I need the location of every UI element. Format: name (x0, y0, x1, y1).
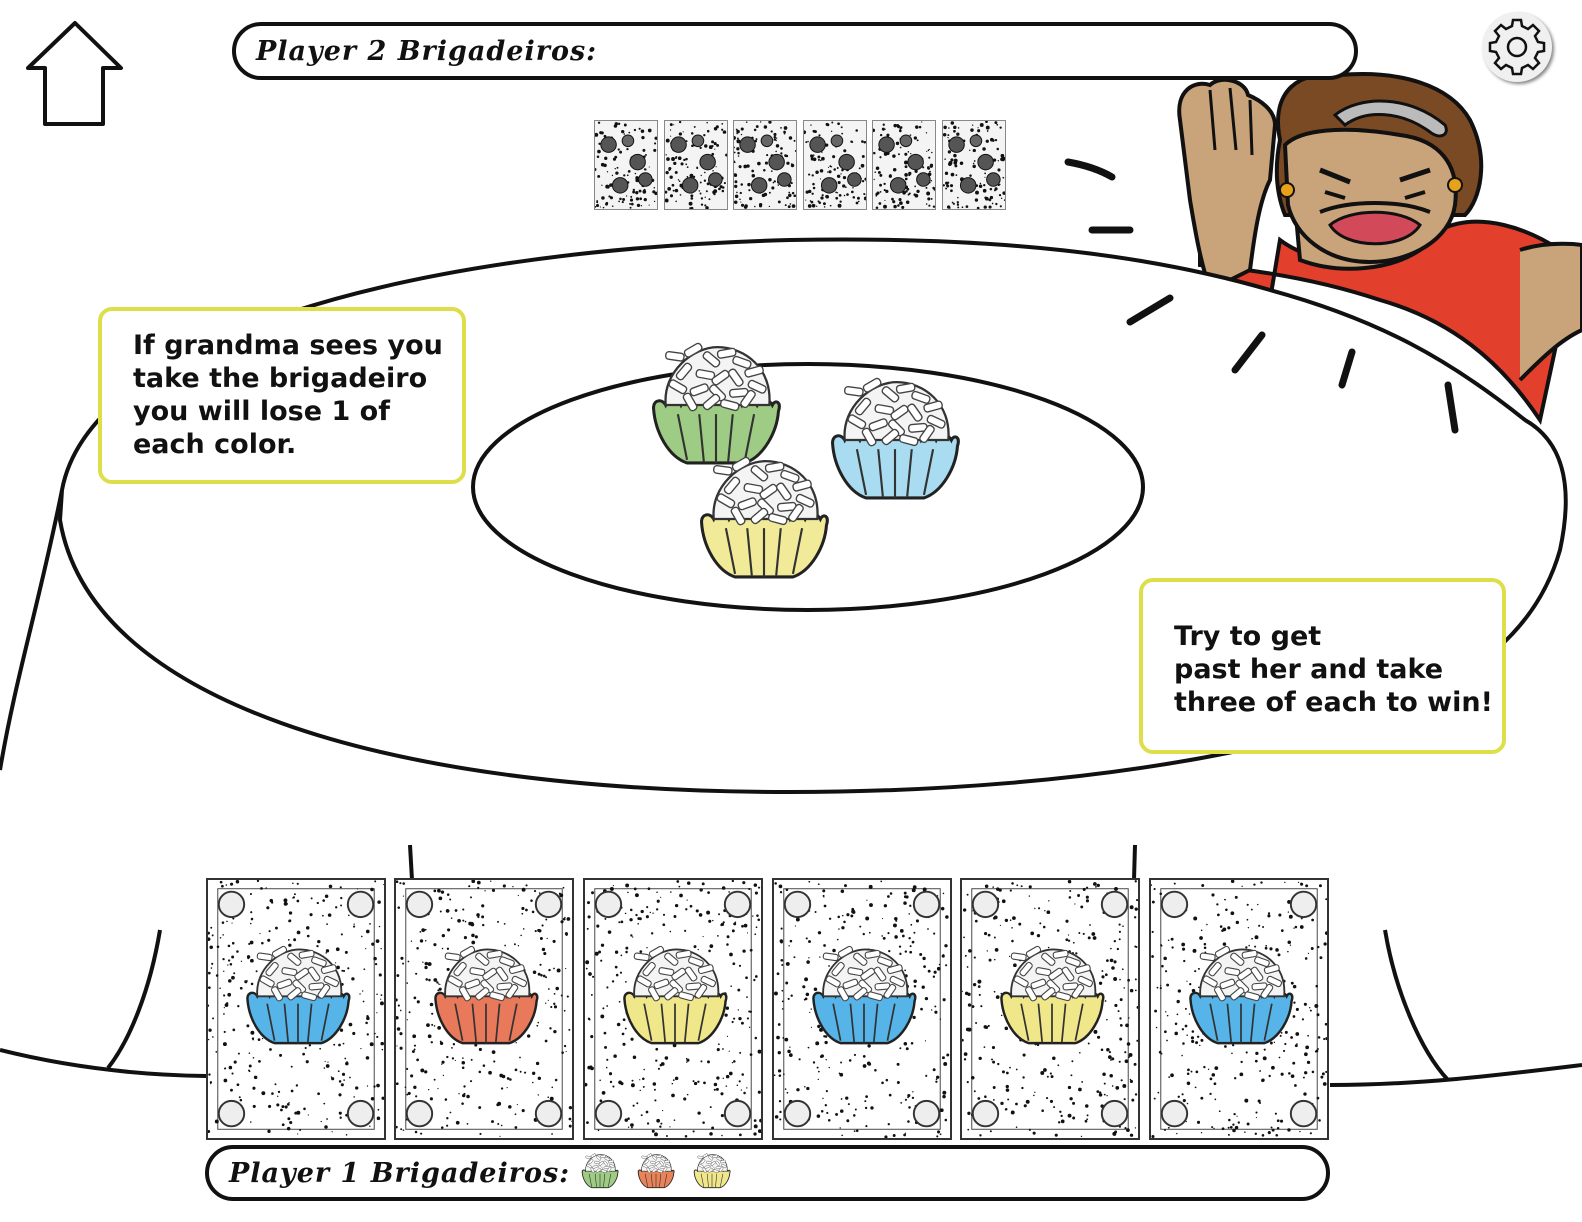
tip-left-line: you will lose 1 of (133, 396, 390, 427)
tip-right: Try to get past her and take three of ea… (1139, 578, 1506, 754)
player2-card-back (594, 120, 658, 210)
collected-brigadeiro-green (576, 1152, 624, 1193)
card-brigadeiro (230, 942, 366, 1048)
player2-card-back (663, 120, 728, 210)
player2-label: Player 2 Brigadeiros: (256, 35, 598, 67)
brigadeiro-blue[interactable] (811, 373, 979, 508)
tip-left-line: each color. (133, 429, 297, 460)
tip-right-line: three of each to win! (1174, 687, 1493, 718)
hand-card-yellow[interactable] (960, 878, 1140, 1140)
collected-brigadeiro-yellow (688, 1152, 736, 1193)
hand-card-yellow[interactable] (583, 878, 763, 1140)
hand-card-blue[interactable] (206, 878, 386, 1140)
card-brigadeiro (796, 942, 932, 1048)
up-arrow-button[interactable] (26, 20, 124, 128)
grandma-figure (1177, 72, 1582, 426)
gear-icon (1488, 18, 1546, 76)
hand-card-blue[interactable] (772, 878, 952, 1140)
player2-score-bar: Player 2 Brigadeiros: (232, 22, 1358, 80)
tip-right-line: Try to get (1174, 621, 1322, 652)
collected-brigadeiro-red (632, 1152, 680, 1193)
player1-collected (576, 1152, 736, 1193)
player2-card-back (802, 120, 867, 210)
tip-right-line: past her and take (1174, 654, 1444, 685)
tip-left: If grandma sees you take the brigadeiro … (98, 307, 466, 484)
player2-card-back (733, 120, 797, 210)
player1-label: Player 1 Brigadeiros: (229, 1157, 571, 1189)
brigadeiro-green[interactable] (632, 338, 800, 473)
card-brigadeiro (1173, 942, 1309, 1048)
hand-card-red[interactable] (394, 878, 574, 1140)
brigadeiro-yellow[interactable] (680, 452, 848, 587)
player2-card-back (872, 120, 936, 210)
card-brigadeiro (984, 942, 1120, 1048)
card-brigadeiro (418, 942, 554, 1048)
hand-card-blue[interactable] (1149, 878, 1329, 1140)
up-arrow-icon (26, 21, 123, 126)
tip-left-line: take the brigadeiro (133, 363, 428, 394)
player2-card-back (941, 120, 1006, 210)
tip-left-line: If grandma sees you (133, 330, 443, 361)
settings-button[interactable] (1482, 12, 1552, 82)
card-brigadeiro (607, 942, 743, 1048)
player1-score-bar: Player 1 Brigadeiros: (205, 1145, 1330, 1201)
alert-lines (1064, 158, 1459, 434)
